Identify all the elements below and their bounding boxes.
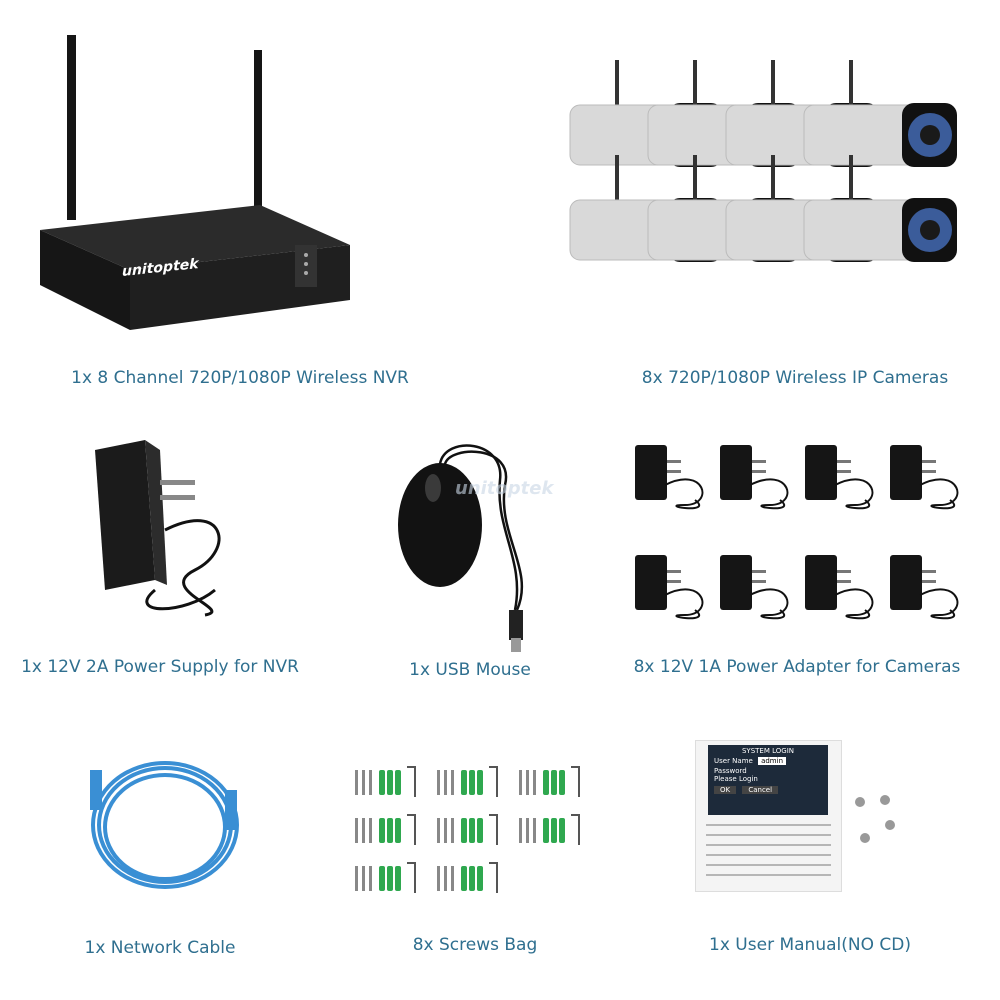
camera-unit [803,60,957,167]
screws-bag [519,766,580,797]
nvr-caption: 1x 8 Channel 720P/1080P Wireless NVR [71,368,409,388]
power-adapter [720,445,789,510]
manual-ok-button: OK [714,786,737,794]
screws-bag [519,814,580,845]
camera-power-adapters-caption: 8x 12V 1A Power Adapter for Cameras [633,657,961,677]
manual-login-text: Please Login [714,775,758,783]
power-adapter [805,555,874,620]
manual-password-label: Password [714,767,747,775]
nvr-power-supply-image [85,440,245,620]
screws-bag-caption: 8x Screws Bag [412,935,538,955]
screws-bag [437,766,498,797]
power-adapter [635,555,704,620]
power-adapter [720,555,789,620]
screws-bag [437,814,498,845]
manual-user-label: User Name [714,757,753,765]
cameras-caption: 8x 720P/1080P Wireless IP Cameras [641,368,949,388]
camera-power-adapters-image [630,440,975,620]
screws-bag [355,814,416,845]
camera-unit [803,155,957,262]
user-manual-caption: 1x User Manual(NO CD) [709,935,911,955]
power-adapter [805,445,874,510]
manual-login-screen: SYSTEM LOGIN User Name admin Password Pl… [708,745,828,815]
cameras-image [560,55,960,325]
manual-user-value: admin [758,757,787,765]
manual-cancel-button: Cancel [742,786,779,794]
user-manual-image: SYSTEM LOGIN User Name admin Password Pl… [695,740,842,892]
manual-screws-image [850,790,910,850]
screws-bag [437,862,498,893]
screws-bag [355,766,416,797]
usb-mouse-image: unitoptek [385,440,565,660]
power-adapter [890,445,959,510]
usb-mouse-caption: 1x USB Mouse [409,660,531,680]
watermark-brand: unitoptek [455,478,554,499]
screws-bag [355,862,416,893]
manual-dialog-title: SYSTEM LOGIN [741,747,794,755]
network-cable-image [70,745,260,915]
network-cable-caption: 1x Network Cable [84,938,236,958]
power-adapter [635,445,704,510]
nvr-power-supply-caption: 1x 12V 2A Power Supply for NVR [21,657,299,677]
nvr-image: unitoptek [30,30,360,340]
power-adapter [890,555,959,620]
screws-bags-image [350,760,600,900]
